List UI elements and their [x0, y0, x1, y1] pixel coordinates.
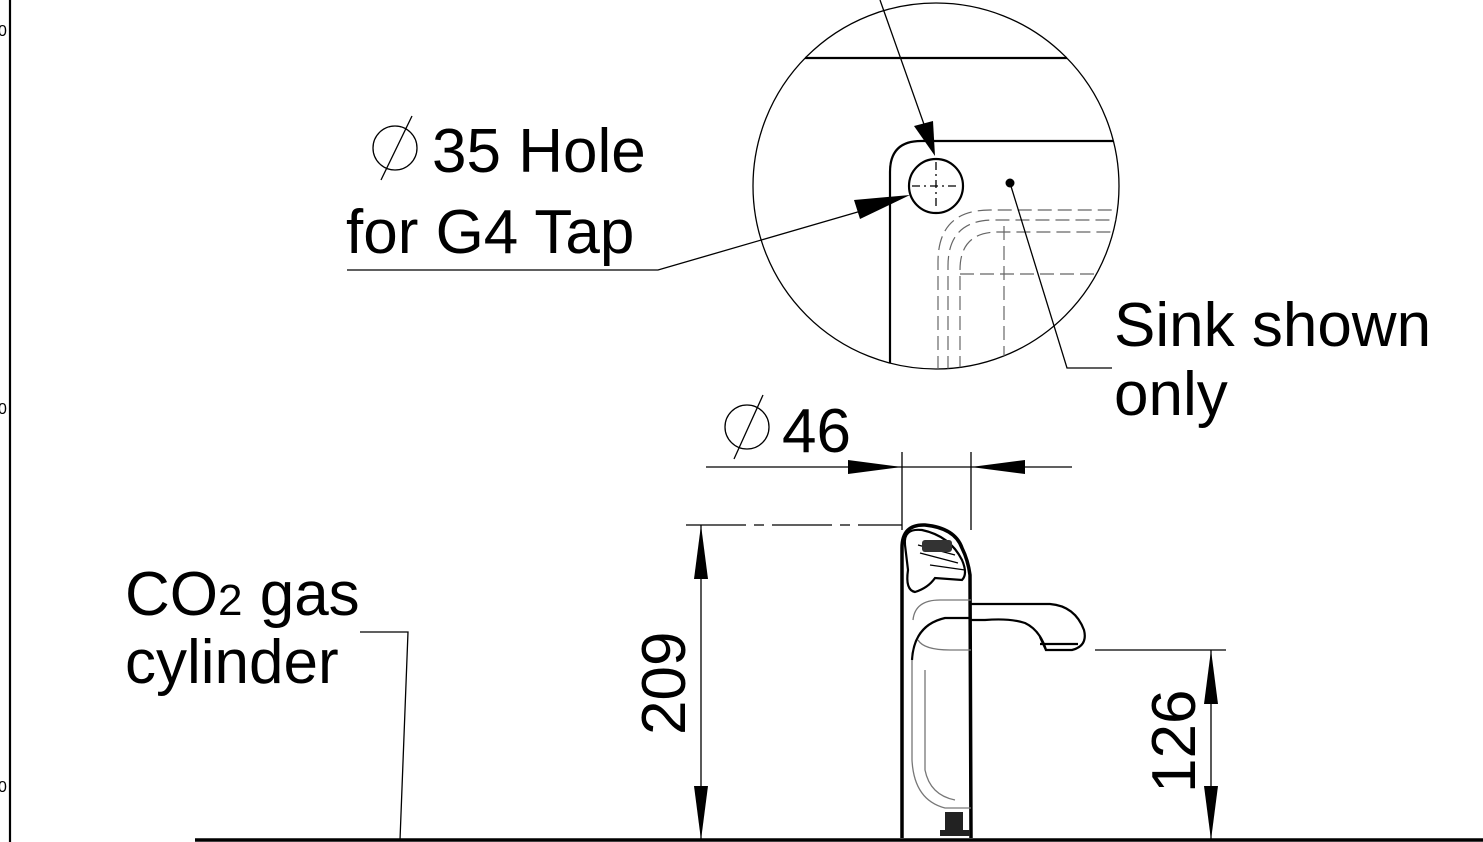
height-total-arrow-top [694, 525, 708, 579]
tap-body-outline [900, 523, 973, 839]
tap-inner-curve-5 [924, 670, 956, 801]
sink-hidden-contour-3 [959, 231, 1119, 369]
top-leader-arrowhead [914, 121, 935, 156]
sink-note-line2: only [1114, 360, 1228, 429]
border-tick-middle: 0 [0, 401, 7, 418]
sink-hidden-contour-2 [947, 219, 1119, 369]
height-total-arrow-bottom [694, 786, 708, 840]
tap-inner-curve-2 [912, 599, 971, 621]
border-tick-bottom: 0 [0, 779, 7, 796]
tap-elevation [900, 523, 1086, 839]
spout-height-label: 126 [1140, 690, 1209, 793]
tap-lever [903, 528, 967, 594]
hole-size-label: 35 Hole [432, 117, 646, 186]
detail-circle-outline [752, 2, 1120, 370]
tap-spout-nozzle [1039, 636, 1078, 651]
spout-height-arrow-bottom [1204, 786, 1218, 840]
hole-leader-line [347, 208, 869, 271]
border-tick-top: 0 [0, 23, 7, 40]
sink-note-line1: Sink shown [1114, 291, 1431, 360]
sink-hidden-contour-1 [937, 209, 1119, 369]
tap-spout [971, 602, 1086, 652]
height-total-label: 209 [630, 632, 699, 735]
sink-leader-line [1009, 182, 1112, 369]
hole-leader-arrowhead [854, 195, 910, 219]
sink-outer-edge [888, 139, 1119, 369]
co2-label-line1: CO2 gas [125, 560, 360, 629]
tap-diameter-symbol [724, 394, 770, 460]
tap-inner-curve-4 [911, 660, 971, 809]
tap-diameter-arrow-left [848, 460, 902, 474]
hole-purpose-label: for G4 Tap [346, 198, 634, 267]
co2-leader-line [360, 631, 409, 841]
tap-diameter-label: 46 [782, 397, 851, 466]
tap-base-plate [940, 830, 970, 836]
co2-label-line2: cylinder [125, 628, 339, 697]
tap-diameter-arrow-right [971, 460, 1025, 474]
tap-inner-curve-1 [910, 616, 971, 661]
tap-base-fitting [945, 812, 963, 834]
hole-diameter-symbol [372, 115, 418, 181]
spout-height-arrow-top [1204, 650, 1218, 704]
tap-lever-grip [922, 540, 952, 552]
tap-hole-circle [907, 157, 965, 215]
detail-view [752, 2, 1120, 370]
tap-inner-curve-3 [917, 639, 971, 651]
top-leader-line [879, 0, 927, 131]
